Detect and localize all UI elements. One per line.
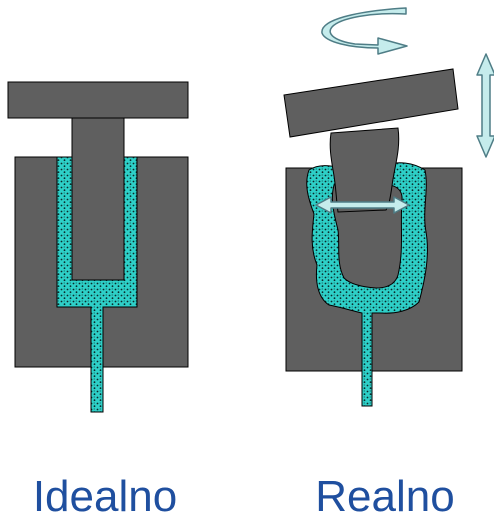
vertical-double-arrow-icon	[476, 53, 494, 158]
ideal-punch-stem	[71, 116, 125, 281]
real-mold-group	[283, 68, 463, 407]
real-punch-top-plate-tilted	[283, 68, 459, 138]
real-punch-stem	[329, 127, 400, 213]
ideal-punch-top-plate	[7, 81, 189, 119]
ideal-mold-group	[7, 81, 189, 413]
rotation-arrow-icon	[321, 7, 408, 55]
caption-real: Realno	[315, 472, 455, 521]
caption-ideal: Idealno	[32, 472, 178, 521]
horizontal-double-arrow-icon	[315, 196, 410, 214]
